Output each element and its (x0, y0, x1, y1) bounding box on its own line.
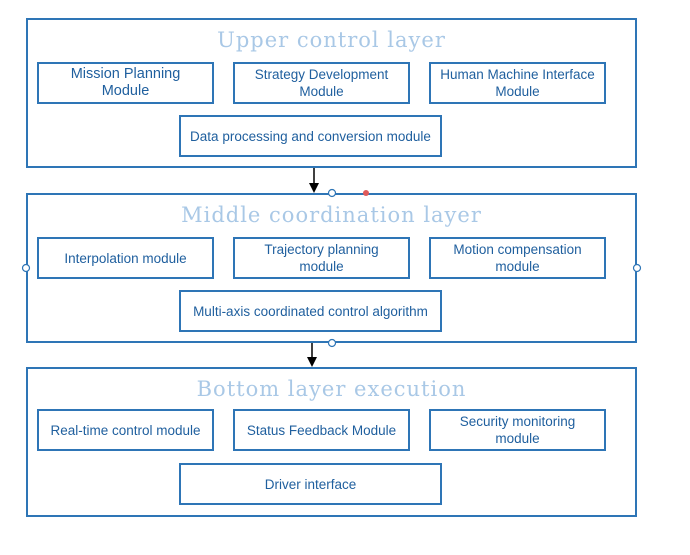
bottom-layer-title: Bottom layer execution (196, 377, 467, 401)
driver-interface-module[interactable]: Driver interface (179, 463, 442, 505)
middle-layer-title: Middle coordination layer (181, 203, 482, 227)
mission-planning-module[interactable]: Mission Planning Module (37, 62, 214, 104)
motion-compensation-module[interactable]: Motion compensation module (429, 237, 606, 279)
real-time-control-module[interactable]: Real-time control module (37, 409, 214, 451)
rotation-handle[interactable] (363, 190, 369, 196)
strategy-development-module[interactable]: Strategy Development Module (233, 62, 410, 104)
selection-handle-bottom[interactable] (327, 338, 337, 348)
upper-layer-title: Upper control layer (217, 28, 446, 52)
human-machine-interface-module[interactable]: Human Machine Interface Module (429, 62, 606, 104)
selection-handle-right[interactable] (632, 263, 642, 273)
status-feedback-module[interactable]: Status Feedback Module (233, 409, 410, 451)
selection-handle-top[interactable] (327, 188, 337, 198)
security-monitoring-module[interactable]: Security monitoring module (429, 409, 606, 451)
multi-axis-control-module[interactable]: Multi-axis coordinated control algorithm (179, 290, 442, 332)
selection-handle-left[interactable] (21, 263, 31, 273)
interpolation-module[interactable]: Interpolation module (37, 237, 214, 279)
data-processing-module[interactable]: Data processing and conversion module (179, 115, 442, 157)
trajectory-planning-module[interactable]: Trajectory planning module (233, 237, 410, 279)
